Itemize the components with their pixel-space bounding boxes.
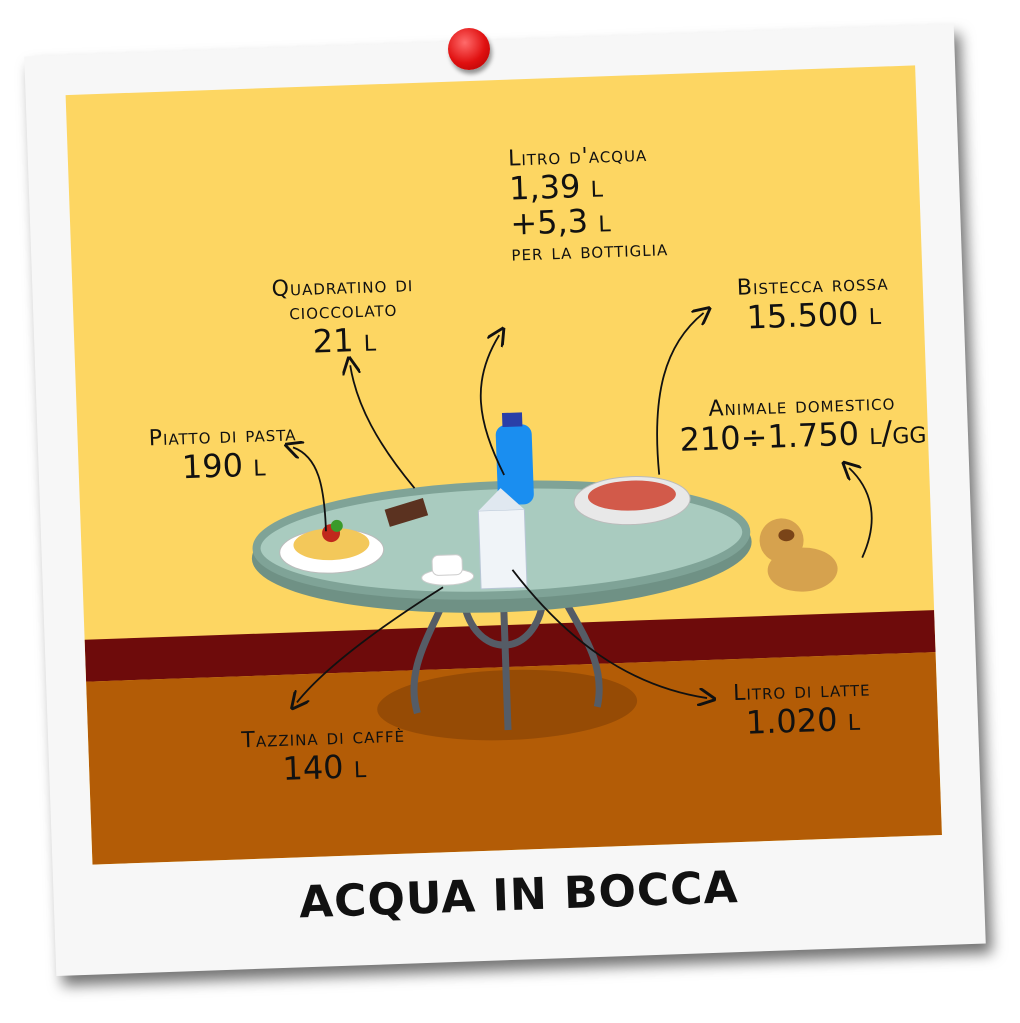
pushpin-icon xyxy=(448,28,490,70)
label-value: 1.020 l xyxy=(745,699,861,742)
polaroid-frame: Litro d'acqua 1,39 l +5,3 l per la botti… xyxy=(24,24,986,976)
label-value: 15.500 l xyxy=(745,293,882,337)
label-steak: Bistecca rossa 15.500 l xyxy=(712,270,914,337)
illustration xyxy=(251,65,873,741)
label-value: 190 l xyxy=(181,445,267,487)
water-bottle xyxy=(495,412,534,505)
dog xyxy=(759,518,838,592)
steak-plate xyxy=(573,475,691,526)
infographic-photo: Litro d'acqua 1,39 l +5,3 l per la botti… xyxy=(65,65,942,865)
label-chocolate: Quadratino di cioccolato 21 l xyxy=(242,272,445,362)
arrows xyxy=(284,307,873,712)
caption-title: ACQUA IN BOCCA xyxy=(298,862,740,929)
label-milk: Litro di latte 1.020 l xyxy=(707,676,899,742)
label-value: 21 l xyxy=(312,320,377,361)
label-pasta: Piatto di pasta 190 l xyxy=(127,421,319,488)
label-title: Quadratino di cioccolato xyxy=(271,272,414,326)
chocolate xyxy=(384,497,429,527)
label-value: 1,39 l xyxy=(508,166,604,208)
label-pet: Animale domestico 210÷1.750 l/gg xyxy=(677,390,929,459)
table-legs xyxy=(410,596,603,731)
coffee-cup xyxy=(421,554,475,586)
milk-carton xyxy=(477,488,528,590)
label-value: 140 l xyxy=(281,747,367,789)
label-coffee: Tazzina di caffè 140 l xyxy=(228,723,420,789)
label-water: Litro d'acqua 1,39 l +5,3 l per la botti… xyxy=(508,142,669,266)
pasta-plate xyxy=(279,519,385,574)
